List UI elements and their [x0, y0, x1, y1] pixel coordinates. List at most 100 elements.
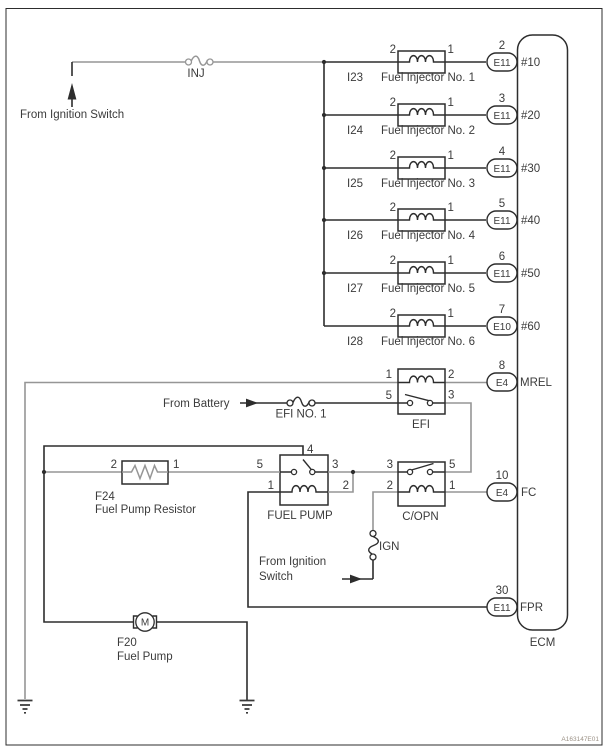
motor-letter: M [141, 618, 149, 629]
pin-number: 1 [448, 150, 454, 162]
injector-row-1: 2 1 2 E11 #10 I23 Fuel Injector No. 1 [324, 40, 540, 84]
relay-label: FUEL PUMP [267, 510, 333, 522]
fuse-terminal [286, 399, 294, 407]
inj-fuse: INJ [184, 55, 214, 80]
pin2-wire [372, 491, 398, 531]
from-ignition-switch-label: From Ignition Switch [20, 109, 124, 121]
ecm-terminal-label: #50 [521, 268, 540, 280]
pin-number: 1 [268, 480, 274, 492]
pin-number: 2 [448, 369, 454, 381]
ignition-feed-bottom: From Ignition Switch [259, 556, 374, 584]
injector-row-4: 2 1 5 E11 #40 I26 Fuel Injector No. 4 [324, 198, 540, 242]
connector-oval [486, 482, 518, 502]
component-id: F24 [95, 491, 115, 503]
connector-name: E4 [496, 488, 509, 499]
fuse-terminal [369, 553, 377, 561]
coil-ground-wire [24, 381, 398, 699]
component-id: I25 [347, 178, 363, 190]
coil-icon [398, 375, 445, 384]
switch-arm-icon [411, 462, 434, 471]
connector-oval [486, 210, 518, 230]
connector-oval [486, 316, 518, 336]
fuse-terminal [308, 399, 316, 407]
coil-icon [398, 265, 445, 274]
component-id: I27 [347, 283, 363, 295]
ecm-label: ECM [530, 637, 556, 649]
ign-fuse-label: IGN [379, 541, 399, 553]
inj-fuse-label: INJ [187, 68, 204, 80]
wire [328, 472, 354, 493]
relay-interconnect [328, 469, 398, 493]
pin-number: 2 [111, 459, 117, 471]
pin-number: 1 [449, 480, 455, 492]
efi-no1-fuse-label: EFI NO. 1 [275, 409, 326, 421]
connector-oval [486, 105, 518, 125]
from-battery-label: From Battery [163, 398, 230, 410]
ecm-outline [516, 34, 569, 631]
pin-number: 2 [390, 308, 396, 320]
junction-dot [350, 469, 356, 475]
pin-number: 1 [386, 369, 392, 381]
connector-oval [486, 52, 518, 72]
connector-name: E11 [493, 603, 510, 614]
copn-relay: 3 5 2 1 C/OPN [372, 459, 487, 531]
connector-oval [486, 372, 518, 392]
fuse-symbol [190, 55, 209, 66]
ecm-pin-number: 3 [499, 93, 505, 105]
fuel-pump-resistor: 2 1 F24 Fuel Pump Resistor [41, 459, 280, 516]
pin-number: 2 [387, 480, 393, 492]
component-name: Fuel Injector No. 4 [381, 230, 476, 242]
coil-icon [398, 484, 445, 493]
ecm-pin-number: 7 [499, 304, 505, 316]
component-name: Fuel Injector No. 2 [381, 125, 475, 137]
ecm-terminal-label: FC [521, 487, 536, 499]
component-id: I26 [347, 230, 363, 242]
efi-relay: 1 2 5 3 EFI [24, 368, 487, 699]
up-arrow-icon [67, 83, 77, 100]
component-id: F20 [117, 637, 137, 649]
component-name: Fuel Pump Resistor [95, 504, 196, 516]
from-ignition-label-line2: Switch [259, 571, 293, 583]
fpr-terminal: 30 E11 FPR [247, 491, 543, 617]
pin-number: 1 [448, 97, 454, 109]
pin-number: 3 [448, 390, 454, 402]
connector-name: E11 [493, 216, 510, 227]
coil-icon [280, 484, 328, 493]
relay-box [279, 454, 329, 506]
from-battery-feed: From Battery EFI NO. 1 [163, 396, 398, 421]
fpr-wire [247, 491, 487, 608]
pin-number: 2 [390, 150, 396, 162]
ecm-pin-number: 4 [499, 146, 506, 158]
connector-name: E11 [493, 269, 510, 280]
ground-right [239, 699, 255, 714]
page-border [5, 8, 603, 746]
ecm-box: ECM [516, 34, 569, 649]
pin-number: 5 [449, 459, 455, 471]
connector-oval [486, 597, 518, 617]
pin4-to-motor-wire [43, 445, 304, 623]
component-name: Fuel Injector No. 1 [381, 72, 475, 84]
ecm-pin-number: 6 [499, 251, 505, 263]
connector-oval [486, 158, 518, 178]
motor-bracket [152, 615, 158, 629]
switch-contact [290, 468, 298, 476]
component-name: Fuel Injector No. 5 [381, 283, 475, 295]
figure-code: A163147E01 [561, 736, 599, 743]
ecm-terminal-label: #30 [521, 163, 540, 175]
component-id: I28 [347, 336, 363, 348]
top-feed: From Ignition Switch [20, 61, 324, 121]
right-arrow-icon [246, 398, 258, 408]
ground-icon [17, 699, 33, 714]
ecm-pin-number: 10 [496, 470, 509, 482]
ground-icon [239, 699, 255, 714]
coil-icon [398, 318, 445, 327]
ecm-terminal-label: #20 [521, 110, 540, 122]
pin-number: 4 [307, 444, 314, 456]
connector-name: E11 [493, 111, 510, 122]
switch-arm-icon [302, 459, 312, 471]
connector-oval [486, 263, 518, 283]
motor-icon [135, 612, 155, 632]
pin-number: 2 [390, 202, 396, 214]
